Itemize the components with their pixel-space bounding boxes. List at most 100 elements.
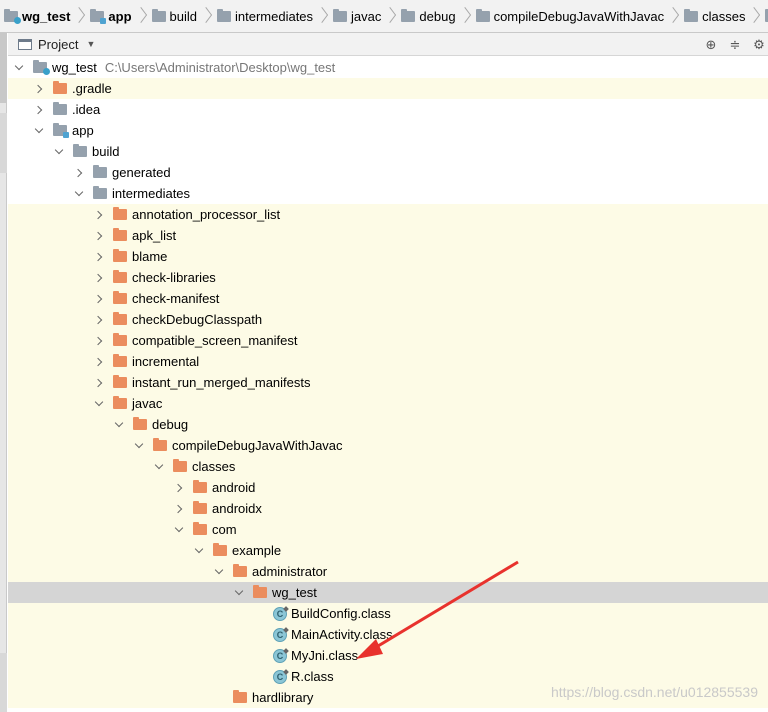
chevron-right-icon[interactable]	[34, 105, 44, 115]
chevron-right-icon[interactable]	[94, 315, 104, 325]
breadcrumb-item-debug[interactable]: debug	[397, 0, 471, 32]
tree-row-check-manifest[interactable]: check-manifest	[8, 288, 768, 309]
spacer	[254, 672, 264, 682]
tree-row-com[interactable]: com	[8, 519, 768, 540]
project-tool-tab[interactable]	[0, 33, 7, 103]
chevron-right-icon[interactable]	[94, 252, 104, 262]
chevron-down-icon[interactable]	[194, 546, 204, 556]
structure-tool-tab[interactable]	[0, 653, 7, 712]
folder-icon	[113, 333, 127, 346]
breadcrumb-separator-icon	[203, 4, 211, 28]
chevron-down-icon[interactable]	[74, 189, 84, 199]
tree-row-debug[interactable]: debug	[8, 414, 768, 435]
folder-icon	[73, 144, 87, 157]
tree-row-label: checkDebugClasspath	[132, 312, 263, 327]
breadcrumb-separator-icon	[319, 4, 327, 28]
project-folder-icon	[4, 8, 21, 24]
tree-row-compiledebugjavawithjavac[interactable]: compileDebugJavaWithJavac	[8, 435, 768, 456]
tree-row-hardlibrary[interactable]: hardlibrary	[8, 687, 768, 708]
breadcrumb-item-build[interactable]: build	[148, 0, 213, 32]
chevron-right-icon[interactable]	[174, 483, 184, 493]
spacer	[254, 651, 264, 661]
tree-row-instant-run-merged-manifests[interactable]: instant_run_merged_manifests	[8, 372, 768, 393]
breadcrumb-item-wg-test[interactable]: wg_test	[0, 0, 86, 32]
breadcrumb-item-intermediates[interactable]: intermediates	[213, 0, 329, 32]
tree-row-android[interactable]: android	[8, 477, 768, 498]
tree-row-checkdebugclasspath[interactable]: checkDebugClasspath	[8, 309, 768, 330]
chevron-right-icon[interactable]	[94, 336, 104, 346]
chevron-down-icon[interactable]	[174, 525, 184, 535]
chevron-down-icon[interactable]	[54, 147, 64, 157]
chevron-right-icon[interactable]	[94, 294, 104, 304]
breadcrumb-label: intermediates	[235, 8, 314, 24]
collapse-all-icon[interactable]: ≑	[729, 36, 741, 52]
tree-row-label: androidx	[212, 501, 262, 516]
chevron-down-icon[interactable]	[14, 63, 24, 73]
chevron-right-icon[interactable]	[94, 378, 104, 388]
class-file-icon: C	[273, 669, 287, 684]
tree-row-annotation-processor-list[interactable]: annotation_processor_list	[8, 204, 768, 225]
tree-row-wg-test[interactable]: wg_test	[8, 582, 768, 603]
tree-row-check-libraries[interactable]: check-libraries	[8, 267, 768, 288]
chevron-down-icon[interactable]	[114, 420, 124, 430]
folder-icon	[113, 396, 127, 409]
breadcrumb-label: classes	[702, 8, 746, 24]
tree-row-example[interactable]: example	[8, 540, 768, 561]
chevron-down-icon[interactable]	[234, 588, 244, 598]
tree-row-incremental[interactable]: incremental	[8, 351, 768, 372]
tree-row-app[interactable]: app	[8, 120, 768, 141]
breadcrumb-item-classes[interactable]: classes	[680, 0, 761, 32]
breadcrumb-separator-icon	[138, 4, 146, 28]
chevron-right-icon[interactable]	[94, 357, 104, 367]
chevron-down-icon[interactable]	[34, 126, 44, 136]
tree-row-blame[interactable]: blame	[8, 246, 768, 267]
target-icon[interactable]: ⊕	[705, 36, 717, 52]
tree-row-javac[interactable]: javac	[8, 393, 768, 414]
chevron-right-icon[interactable]	[94, 210, 104, 220]
chevron-down-icon[interactable]	[154, 462, 164, 472]
chevron-right-icon[interactable]	[74, 168, 84, 178]
tree-row-label: classes	[192, 459, 236, 474]
folder-icon	[113, 270, 127, 283]
tree-row-label: administrator	[252, 564, 328, 579]
tree-row--gradle[interactable]: .gradle	[8, 78, 768, 99]
tree-row-apk-list[interactable]: apk_list	[8, 225, 768, 246]
resource-manager-tool-tab[interactable]	[0, 113, 7, 173]
chevron-down-icon[interactable]	[134, 441, 144, 451]
chevron-right-icon[interactable]	[174, 504, 184, 514]
spacer	[254, 630, 264, 640]
chevron-right-icon[interactable]	[94, 231, 104, 241]
tree-row-compatible-screen-manifest[interactable]: compatible_screen_manifest	[8, 330, 768, 351]
chevron-right-icon[interactable]	[94, 273, 104, 283]
breadcrumb-label: debug	[419, 8, 456, 24]
project-view-title[interactable]: Project	[38, 36, 79, 52]
spacer	[214, 693, 224, 703]
tree-row-intermediates[interactable]: intermediates	[8, 183, 768, 204]
tree-row-classes[interactable]: classes	[8, 456, 768, 477]
breadcrumb-item-compiledebugjavawithjavac[interactable]: compileDebugJavaWithJavac	[472, 0, 681, 32]
folder-icon	[333, 8, 348, 22]
breadcrumb-item-javac[interactable]: javac	[329, 0, 397, 32]
chevron-down-icon[interactable]	[214, 567, 224, 577]
caret-down-icon[interactable]: ▼	[86, 39, 96, 49]
tree-row-androidx[interactable]: androidx	[8, 498, 768, 519]
chevron-right-icon[interactable]	[34, 84, 44, 94]
tree-row-label: MainActivity.class	[291, 627, 393, 642]
tree-row-build[interactable]: build	[8, 141, 768, 162]
settings-gear-icon[interactable]: ⚙	[753, 36, 765, 52]
chevron-down-icon[interactable]	[94, 399, 104, 409]
tree-row-label: BuildConfig.class	[291, 606, 391, 621]
folder-icon	[193, 480, 207, 493]
tree-row--idea[interactable]: .idea	[8, 99, 768, 120]
tree-row-administrator[interactable]: administrator	[8, 561, 768, 582]
folder-icon	[53, 102, 67, 115]
breadcrumb-item-com[interactable]: com	[761, 0, 768, 32]
tree-row-label: wg_test	[272, 585, 317, 600]
tree-row-generated[interactable]: generated	[8, 162, 768, 183]
breadcrumb-item-app[interactable]: app	[86, 0, 147, 32]
